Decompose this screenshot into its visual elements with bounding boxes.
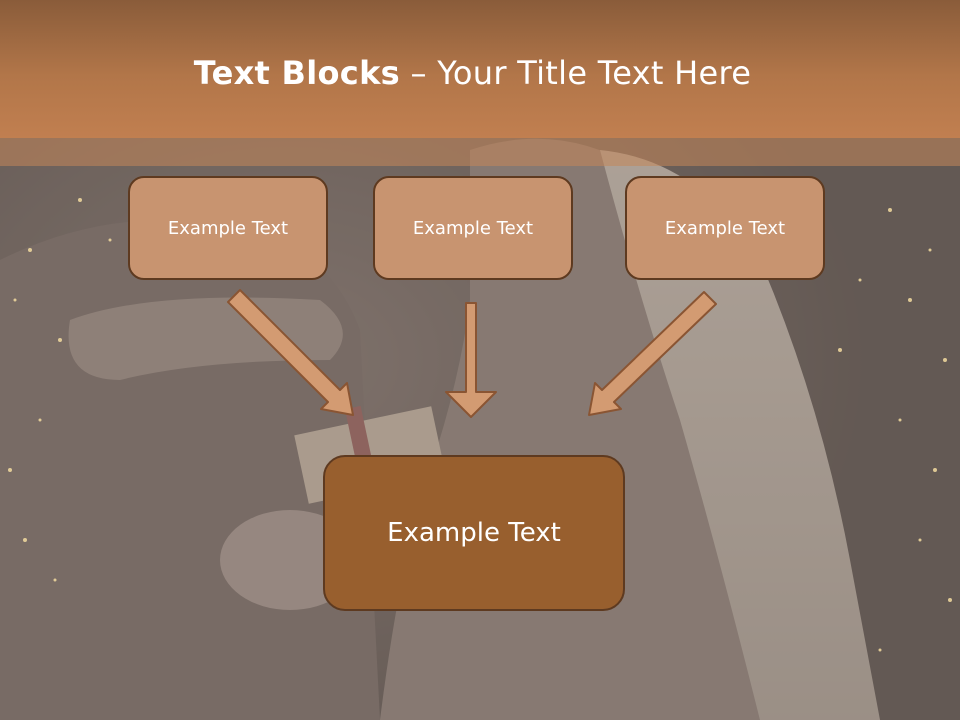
slide-title[interactable]: Text Blocks – Your Title Text Here bbox=[0, 54, 945, 92]
slide-title-rest: – Your Title Text Here bbox=[400, 54, 752, 92]
title-bar bbox=[0, 0, 960, 138]
main-text-block-label: Example Text bbox=[387, 518, 561, 548]
text-block-3-label: Example Text bbox=[664, 217, 786, 239]
arrow-down-icon[interactable] bbox=[445, 302, 497, 418]
text-block-1[interactable]: Example Text bbox=[128, 176, 328, 280]
text-block-2-label: Example Text bbox=[412, 217, 534, 239]
main-text-block[interactable]: Example Text bbox=[323, 455, 625, 611]
title-bar-band bbox=[0, 138, 960, 166]
arrow-down-right-icon[interactable] bbox=[227, 289, 354, 416]
text-block-1-label: Example Text bbox=[167, 217, 289, 239]
arrow-down-left-icon[interactable] bbox=[588, 291, 717, 416]
text-block-2[interactable]: Example Text bbox=[373, 176, 573, 280]
text-block-3[interactable]: Example Text bbox=[625, 176, 825, 280]
slide-title-bold: Text Blocks bbox=[193, 54, 401, 92]
